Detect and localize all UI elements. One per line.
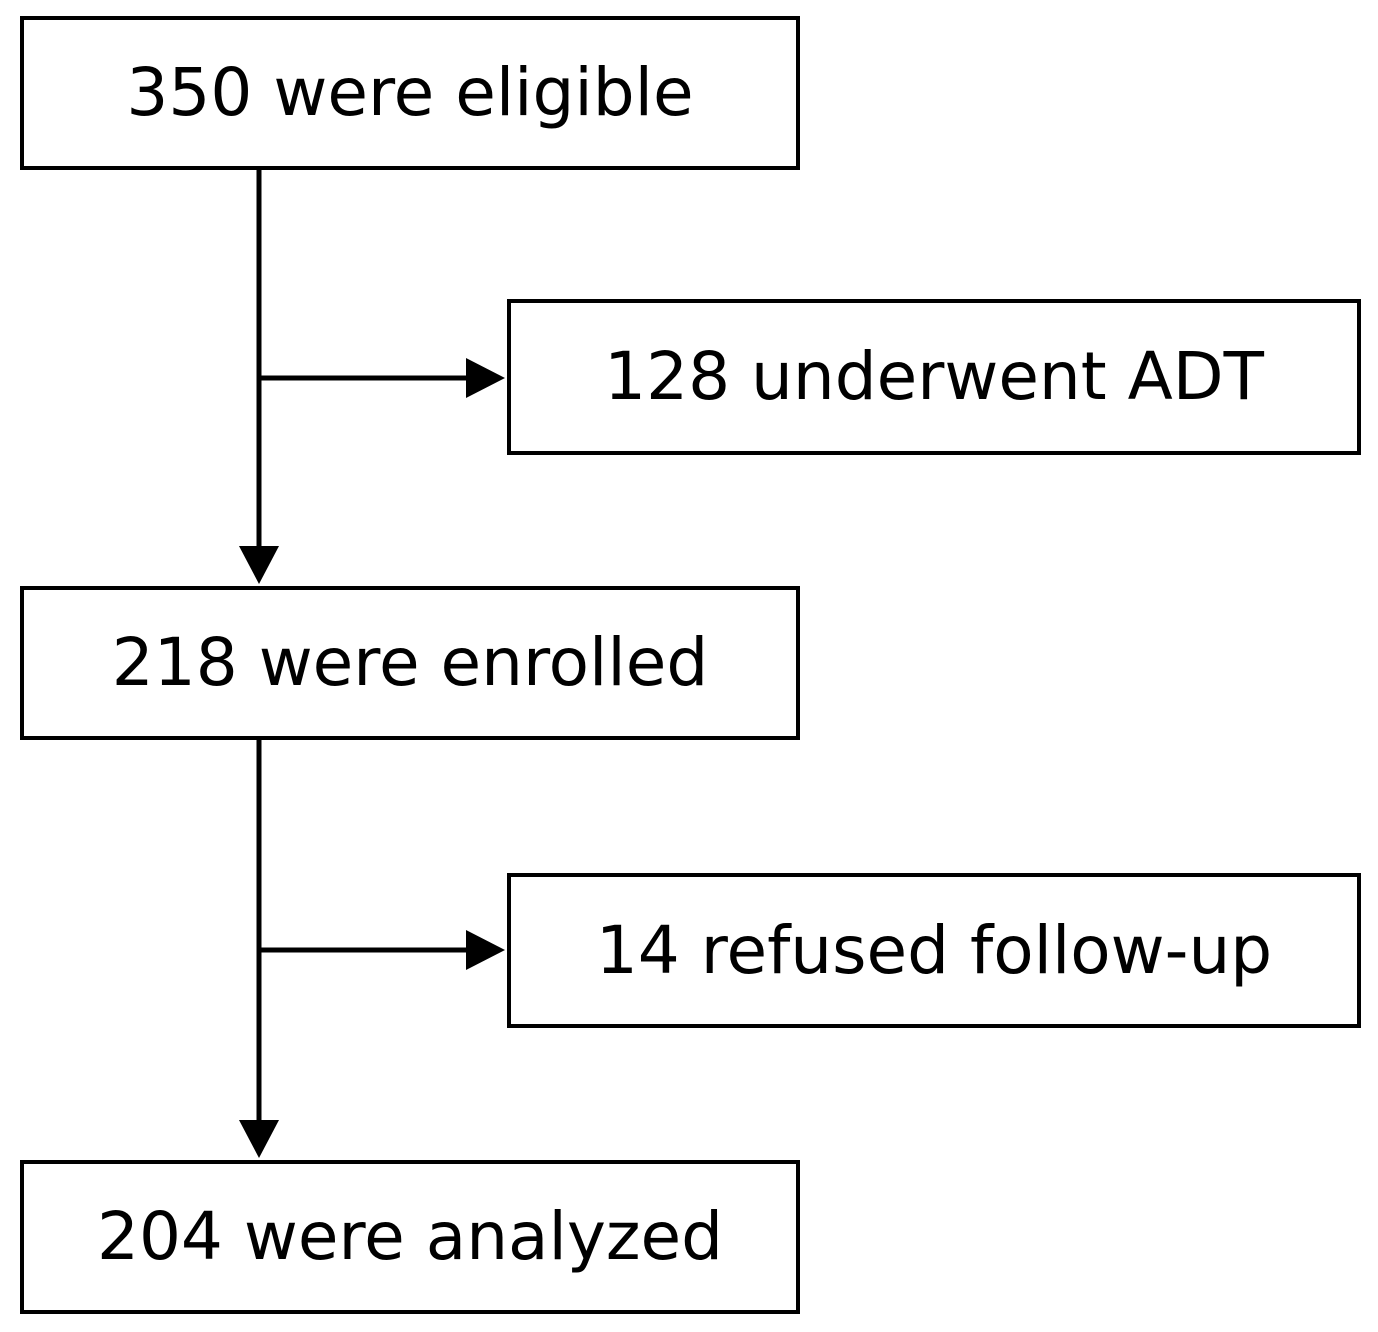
arrowhead-to-analyzed (239, 1120, 279, 1158)
box-refused-follow-up-label: 14 refused follow-up (595, 911, 1273, 989)
box-enrolled-label: 218 were enrolled (111, 624, 709, 701)
box-enrolled: 218 were enrolled (20, 586, 800, 740)
box-eligible-label: 350 were eligible (126, 54, 694, 131)
arrowhead-to-refused (466, 930, 505, 970)
box-excluded-adt: 128 underwent ADT (507, 299, 1361, 455)
box-analyzed: 204 were analyzed (20, 1160, 800, 1314)
box-eligible: 350 were eligible (20, 16, 800, 170)
box-excluded-adt-label: 128 underwent ADT (604, 338, 1264, 415)
box-refused-follow-up: 14 refused follow-up (507, 873, 1361, 1028)
box-analyzed-label: 204 were analyzed (96, 1198, 724, 1275)
arrowhead-to-enrolled (239, 546, 279, 584)
arrowhead-to-adt (466, 358, 505, 398)
